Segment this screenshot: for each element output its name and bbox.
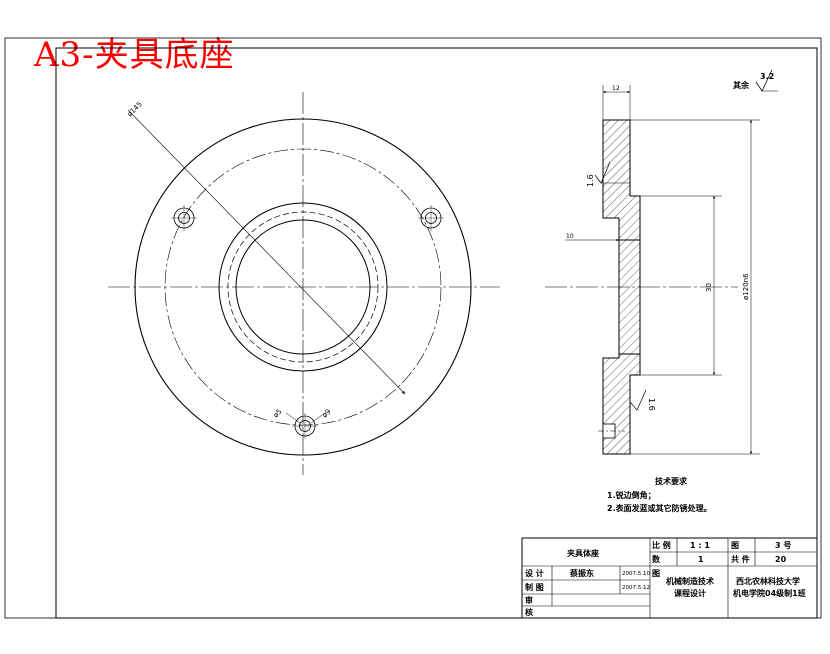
- dim-thickness-label: 12: [612, 85, 620, 92]
- quantity-value: 1: [698, 555, 704, 564]
- designed-date: 2007.5.10: [622, 571, 650, 577]
- tech-requirements-heading: 技术要求: [655, 476, 688, 486]
- project-label: 图: [652, 569, 660, 578]
- section-bottom: [602, 353, 641, 455]
- sheet-title: A3-夹具底座: [34, 35, 235, 75]
- bolt-hole-right: [418, 205, 444, 231]
- title-block: 夹具体座 比 例 1 : 1 图 3 号 数 1 共 件 20 设 计 蔡振东 …: [521, 537, 818, 619]
- drawn-label: 制 图: [525, 582, 544, 592]
- outer-contour: [134, 118, 472, 456]
- tech-requirement-item: 2.表面发蓝或其它防锈处理。: [607, 503, 712, 513]
- surface-finish-value: 3.2: [760, 72, 774, 81]
- section-top: [602, 119, 641, 241]
- scale-label: 比 例: [652, 540, 671, 550]
- course-line-2: 课程设计: [674, 588, 706, 598]
- tech-requirements: 技术要求 1.锐边倒角； 2.表面发蓝或其它防锈处理。: [607, 476, 712, 513]
- sheet-label: 共 件: [731, 554, 750, 564]
- designed-label: 设 计: [525, 568, 544, 578]
- bolt-hole-left: [171, 205, 197, 231]
- sheet-value: 20: [775, 555, 787, 564]
- inner-frame: [55, 47, 818, 619]
- designer-name: 蔡振东: [569, 568, 594, 578]
- drawing-no-label: 图: [731, 541, 739, 550]
- drawn-date: 2007.5.12: [622, 585, 650, 591]
- drawing-no-value: 3 号: [775, 541, 791, 550]
- tech-requirement-item: 1.锐边倒角；: [607, 490, 656, 501]
- outer-frame: [4, 37, 822, 619]
- dim-outer-label: ø120n6: [742, 273, 750, 300]
- scale-value: 1 : 1: [690, 541, 710, 550]
- boss-step: [227, 211, 379, 363]
- front-view: [108, 92, 500, 475]
- boss-outer: [218, 202, 388, 372]
- part-name: 夹具体座: [567, 548, 599, 558]
- school-line-2: 机电学院04级制1班: [733, 588, 806, 598]
- dim-inner-label: 30: [705, 283, 713, 292]
- quantity-label: 数: [652, 554, 661, 564]
- roughness-upper-label: 1.6: [586, 174, 595, 187]
- roughness-lower-label: 1.6: [647, 398, 656, 411]
- school-line-1: 西北农林科技大学: [736, 576, 800, 586]
- dim-hole-counterbore-label: ø5: [272, 408, 284, 420]
- dim-hole-label: ø9: [321, 408, 333, 420]
- surface-finish-label: 其余: [733, 80, 750, 90]
- approved-label: 核: [525, 607, 533, 617]
- bolt-hole-bottom: [292, 413, 318, 439]
- checked-label: 审: [525, 595, 533, 605]
- course-line-1: 机械制造技术: [666, 576, 714, 586]
- bolt-circle: [164, 148, 442, 426]
- pcd-leader: [127, 109, 406, 395]
- dim-step-label: 10: [566, 233, 574, 240]
- center-bore: [235, 219, 371, 355]
- section-view: [545, 85, 760, 455]
- surface-finish-note: 其余 3.2: [733, 69, 778, 92]
- section-web: [618, 239, 641, 355]
- dim-pcd-label: ø145: [126, 100, 144, 118]
